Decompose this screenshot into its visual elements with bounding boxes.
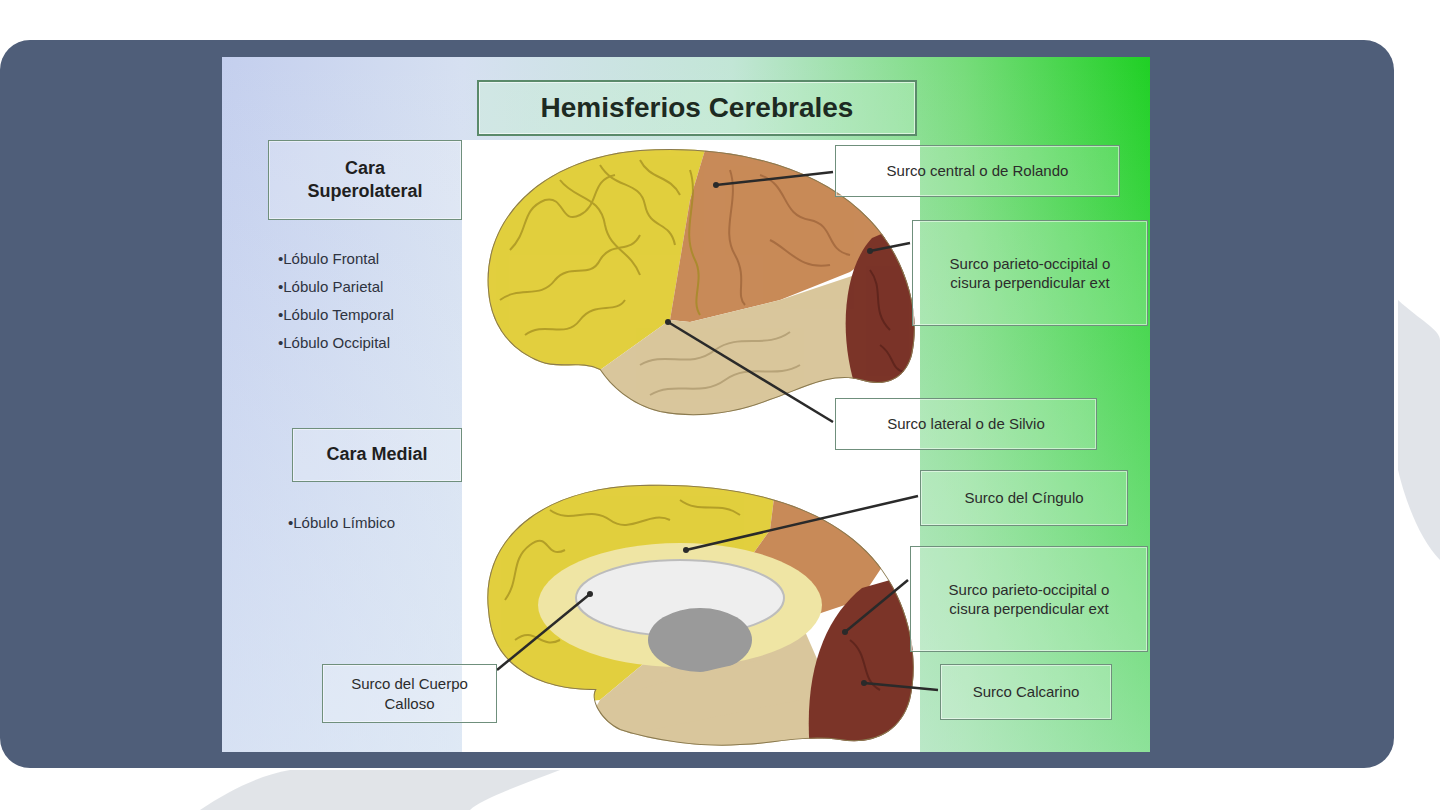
gyri [500, 160, 700, 335]
slide-title: Hemisferios Cerebrales [541, 92, 854, 124]
leader-line [870, 243, 910, 251]
label-box: Surco lateral o de Silvio [835, 398, 1097, 450]
decor-swoosh [1398, 300, 1440, 560]
gyri [505, 500, 740, 642]
illustration-part [600, 165, 675, 245]
sulcus-label: Surco central o de Rolando [887, 161, 1069, 181]
title-box: Hemisferios Cerebrales [477, 80, 917, 136]
lobe-list-item: •Lóbulo Frontal [278, 250, 379, 267]
sulcus-label: Surco lateral o de Silvio [887, 414, 1045, 434]
illustration-part [560, 180, 640, 275]
illustration-part [550, 510, 670, 525]
sulcus-label: Surco del Cuerpo Calloso [345, 674, 475, 713]
illustration-part [500, 235, 640, 300]
section-heading: Cara Medial [326, 443, 427, 466]
illustration-part [680, 500, 740, 515]
leader-line [668, 322, 833, 422]
sulcus-label: Surco del Cíngulo [964, 488, 1083, 508]
illustration-part [525, 300, 625, 335]
label-box: Surco Calcarino [940, 664, 1112, 720]
leader-dot [683, 547, 689, 553]
illustration-part [870, 270, 890, 330]
illustration-part [770, 240, 830, 266]
leader-line [686, 496, 918, 550]
section-box: Cara Superolateral [268, 140, 462, 220]
illustration-part [650, 365, 800, 395]
leader-dot [842, 629, 848, 635]
label-box: Surco parieto-occipital o cisura perpend… [912, 220, 1148, 326]
leader-dots [587, 182, 873, 686]
leader-dot [867, 248, 873, 254]
leader-line [864, 683, 938, 690]
illustration-part [640, 332, 790, 365]
decor-swoosh [200, 770, 560, 810]
illustration-part [689, 170, 700, 315]
label-box: Surco parieto-occipital o cisura perpend… [910, 546, 1148, 652]
sulcus-label: Surco parieto-occipital o cisura perpend… [934, 580, 1124, 619]
lobe-list-item: •Lóbulo Parietal [278, 278, 383, 295]
leader-dot [861, 680, 867, 686]
lobe-list-item: •Lóbulo Límbico [288, 514, 395, 531]
gyri [870, 270, 905, 372]
illustration-part [510, 175, 615, 250]
sulcus-label: Surco Calcarino [973, 682, 1080, 702]
illustration-part [729, 170, 745, 305]
leader-line [845, 580, 908, 632]
leader-dot [587, 591, 593, 597]
label-box: Surco del Cíngulo [920, 470, 1128, 526]
section-box: Cara Medial [292, 428, 462, 482]
gyri [640, 332, 800, 395]
section-heading: Cara Superolateral [295, 157, 435, 204]
label-box: Surco central o de Rolando [835, 145, 1120, 197]
lobe-list-item: •Lóbulo Occipital [278, 334, 390, 351]
thalamus [648, 608, 752, 672]
leader-dot [713, 182, 719, 188]
sulcus-label: Surco parieto-occipital o cisura perpend… [935, 254, 1125, 293]
leader-line [497, 594, 590, 670]
leader-dot [665, 319, 671, 325]
temporal-lobe [600, 275, 862, 440]
leader-line [716, 172, 833, 185]
lobe-list-item: •Lóbulo Temporal [278, 306, 394, 323]
gyri [850, 640, 880, 690]
brain-outline [487, 485, 913, 746]
illustration-part [880, 345, 905, 372]
illustration-part [850, 640, 880, 690]
illustration-part [505, 541, 565, 600]
temporal-lobe [600, 660, 800, 740]
label-box: Surco del Cuerpo Calloso [322, 664, 497, 723]
illustration-part [640, 160, 680, 195]
gyri [729, 170, 850, 305]
